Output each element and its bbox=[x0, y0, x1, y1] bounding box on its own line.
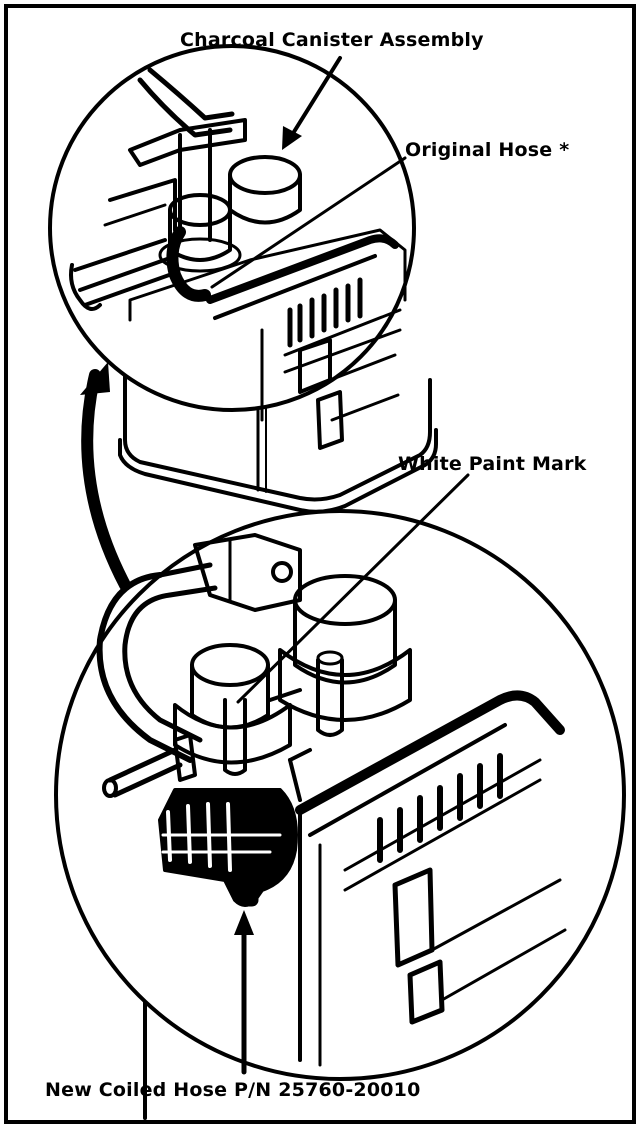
coiled-hose bbox=[158, 788, 298, 907]
bottom-detail bbox=[54, 509, 626, 1120]
original-hose-label: Original Hose * bbox=[405, 139, 570, 161]
canister-assembly-label: Charcoal Canister Assembly bbox=[180, 29, 484, 51]
coiled-hose-label: New Coiled Hose P/N 25760-20010 bbox=[45, 1079, 421, 1101]
top-detail bbox=[48, 44, 438, 514]
outer-frame bbox=[4, 4, 636, 1124]
white-paint-mark-label: White Paint Mark bbox=[398, 453, 587, 475]
leader-lines bbox=[210, 56, 470, 1075]
link-arrow bbox=[80, 362, 131, 591]
